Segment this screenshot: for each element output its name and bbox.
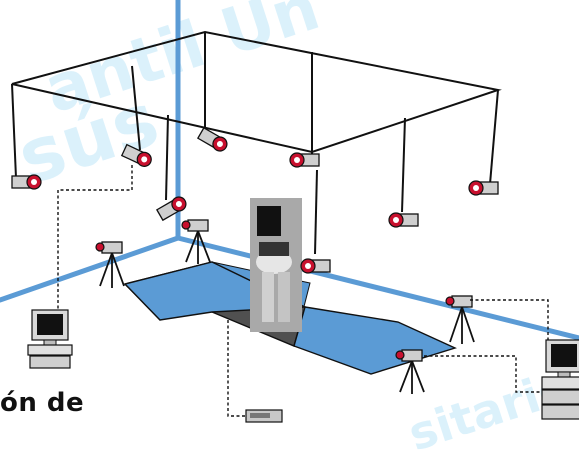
- tripod-camera-icon: [181, 219, 211, 264]
- subject-figure: [250, 198, 302, 332]
- connection-lines: [57, 165, 549, 417]
- force-plate-right: [293, 306, 457, 375]
- desktop-computer-icon: [27, 309, 73, 369]
- tripod-camera-icon: [395, 349, 425, 394]
- ceiling-camera-icon: [289, 152, 320, 168]
- ceiling-camera-icon: [11, 174, 42, 190]
- caption-text: ón de: [0, 388, 85, 418]
- processing-unit-icon: [245, 409, 283, 423]
- ceiling-camera-icon: [300, 258, 331, 274]
- ceiling-camera-icon: [196, 126, 228, 152]
- face-blur-box: [257, 206, 281, 236]
- right-floor-edge: [175, 235, 579, 341]
- ceiling-camera-icon: [120, 143, 152, 167]
- ceiling-camera-icon: [155, 196, 187, 222]
- ceiling-camera-icon: [468, 180, 499, 196]
- diagram-canvas: [0, 0, 579, 423]
- tripod-camera-icon: [445, 295, 475, 344]
- tripod-camera-icon: [95, 241, 125, 288]
- desktop-computer-icon: [541, 339, 579, 420]
- ceiling-camera-icon: [388, 212, 419, 228]
- left-floor-edge: [0, 235, 181, 303]
- overhead-camera-frame: [11, 30, 502, 255]
